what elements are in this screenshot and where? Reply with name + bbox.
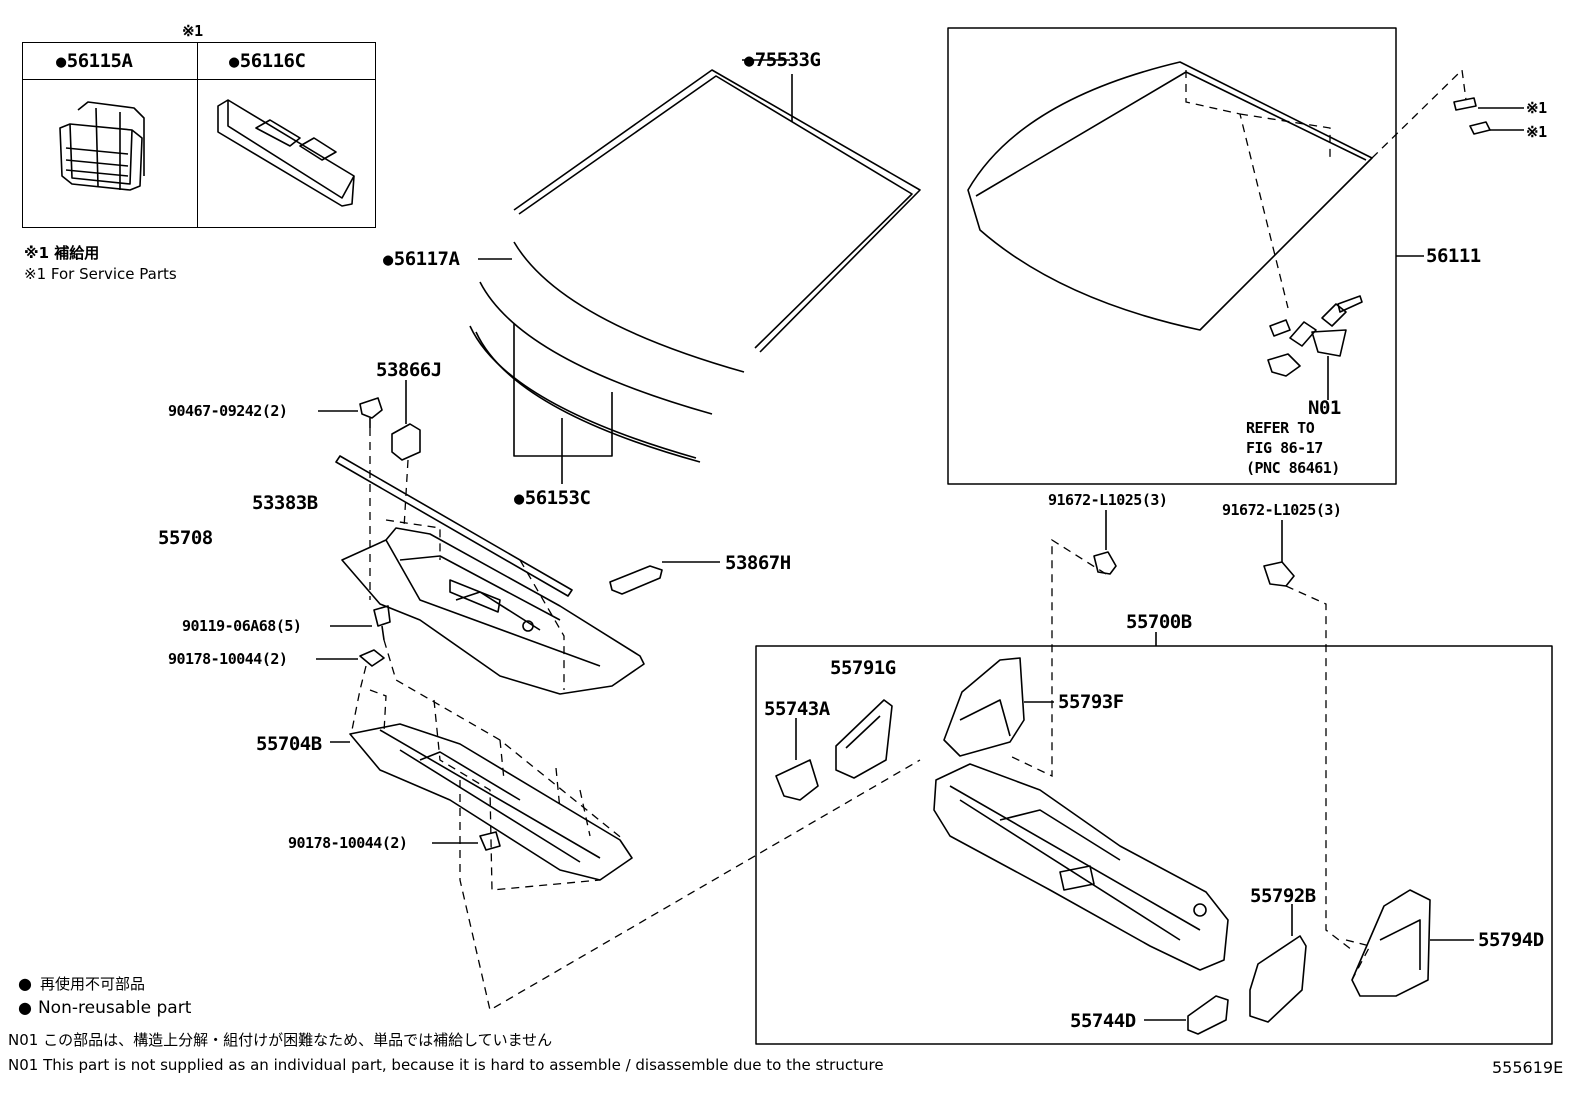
label-55791G: 55791G: [830, 657, 896, 679]
seal-53383B-sketch: [335, 455, 573, 597]
label-53383B: 53383B: [252, 492, 318, 514]
bolt-90119-sketch: [330, 605, 391, 641]
legend-en: ●Non-reusable part: [18, 998, 192, 1018]
clip-90467-sketch: [318, 397, 383, 428]
label-55708: 55708: [158, 527, 213, 549]
inset-part-56116C: 56116C: [229, 51, 306, 72]
footnote-n01-en: N01 This part is not supplied as an indi…: [8, 1056, 884, 1074]
label-refer-pnc: (PNC 86461): [1246, 459, 1340, 477]
figure-id: 555619E: [1492, 1058, 1564, 1077]
cowl-55708-sketch: [341, 527, 645, 695]
inset-header-divider: [22, 42, 376, 80]
label-55700B: 55700B: [1126, 611, 1192, 633]
nut-90178b-sketch: [432, 831, 501, 851]
label-56153C: 56153C: [514, 488, 591, 509]
molding-56117A-sketch: [469, 241, 745, 484]
label-91672-left: 91672-L1025(3): [1048, 491, 1168, 509]
clips-mark1-sketch: [1453, 97, 1524, 135]
inset-column-divider: [197, 42, 199, 228]
bullet-dot-icon: ●: [18, 998, 32, 1017]
label-55744D: 55744D: [1070, 1010, 1136, 1032]
bracket-55744D-sketch: [1144, 995, 1229, 1035]
service-note-en: ※1 For Service Parts: [24, 265, 177, 283]
inset-mark: ※1: [182, 22, 203, 40]
molding-75533G-sketch: [513, 59, 921, 353]
label-mark1-lower: ※1: [1526, 123, 1547, 141]
label-55743A: 55743A: [764, 698, 830, 720]
cowl-55704B-sketch: [330, 723, 633, 881]
nut-90178a-sketch: [316, 649, 385, 667]
label-56111: 56111: [1426, 245, 1481, 267]
bracket-55792B-sketch: [1249, 904, 1307, 1023]
label-75533G: 75533G: [744, 50, 821, 71]
label-55704B: 55704B: [256, 733, 322, 755]
label-90119: 90119-06A68(5): [182, 617, 302, 635]
cowl-assy-55700B-sketch: [933, 763, 1229, 971]
service-note-jp: ※1 補給用: [24, 244, 100, 262]
windshield-56111-sketch: [967, 61, 1424, 400]
footnote-n01-jp: N01 この部品は、構造上分解・組付けが困難なため、単品では補給していません: [8, 1031, 553, 1049]
label-refer-to: REFER TO: [1246, 419, 1315, 437]
bolt-91672a-sketch: [1093, 510, 1117, 575]
label-91672-right: 91672-L1025(3): [1222, 501, 1342, 519]
bracket-55794D-sketch: [1351, 889, 1474, 997]
bullet-dot-icon: ●: [18, 974, 32, 993]
clip-56115A-sketch: [59, 101, 145, 191]
service-parts-inset: [22, 42, 376, 228]
bracket-55743A-sketch: [775, 718, 819, 801]
label-90178-upper: 90178-10044(2): [168, 650, 288, 668]
label-refer-fig: FIG 86-17: [1246, 439, 1323, 457]
bracket-55793F-sketch: [943, 657, 1054, 757]
label-mark1-upper: ※1: [1526, 99, 1547, 117]
clip-53866J-sketch: [391, 380, 421, 461]
label-56117A: 56117A: [383, 249, 460, 270]
label-55792B: 55792B: [1250, 885, 1316, 907]
bracket-53867H-sketch: [609, 561, 720, 595]
inset-part-56115A: 56115A: [56, 51, 133, 72]
label-90178-lower: 90178-10044(2): [288, 834, 408, 852]
label-N01: N01: [1308, 397, 1341, 419]
clip-56116C-sketch: [217, 99, 355, 207]
label-55793F: 55793F: [1058, 691, 1124, 713]
label-55794D: 55794D: [1478, 929, 1544, 951]
bracket-55791G-sketch: [835, 699, 893, 779]
bolt-91672b-sketch: [1263, 520, 1295, 587]
label-53867H: 53867H: [725, 552, 791, 574]
label-53866J: 53866J: [376, 359, 442, 381]
legend-jp: ●再使用不可部品: [18, 974, 145, 993]
label-90467: 90467-09242(2): [168, 402, 288, 420]
